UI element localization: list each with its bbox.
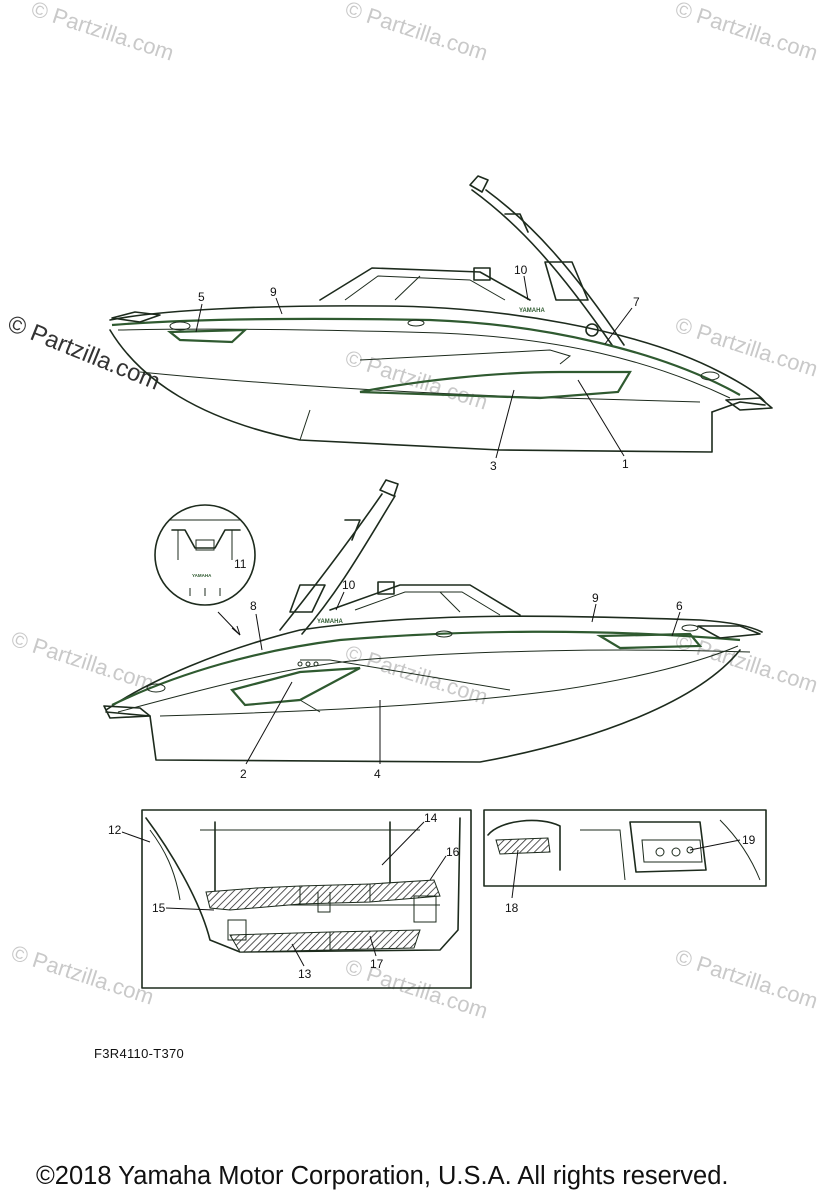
callout-1: 1 <box>622 457 629 471</box>
callout-6: 6 <box>676 599 683 613</box>
callout-16: 16 <box>446 845 460 859</box>
callout-11: 11 <box>234 557 247 571</box>
detail-box-helm <box>483 809 767 887</box>
callout-3: 3 <box>490 459 497 473</box>
boat-starboard-view: YAMAHA <box>109 175 773 453</box>
callout-4: 4 <box>374 767 381 781</box>
callout-10: 10 <box>342 578 356 592</box>
brand-logo: YAMAHA <box>519 308 545 314</box>
callout-19: 19 <box>742 833 756 847</box>
diagram-code: F3R4110-T370 <box>94 1046 185 1061</box>
callout-numbers: 5 9 10 7 3 1 11 8 10 9 6 2 4 12 14 16 15… <box>108 263 756 981</box>
callout-leaders <box>121 275 741 967</box>
brand-logo: YAMAHA <box>317 619 343 625</box>
copyright-notice: ©2018 Yamaha Motor Corporation, U.S.A. A… <box>36 1162 729 1190</box>
callout-7: 7 <box>633 295 640 309</box>
boat-port-view: YAMAHA <box>103 479 763 763</box>
callout-9: 9 <box>270 285 277 299</box>
detail-box-mats <box>141 809 472 989</box>
callout-18: 18 <box>505 901 519 915</box>
callout-8: 8 <box>250 599 257 613</box>
detail-circle: YAMAHA <box>154 504 256 636</box>
callout-9: 9 <box>592 591 599 605</box>
callout-14: 14 <box>424 811 438 825</box>
callout-5: 5 <box>198 290 205 304</box>
callout-12: 12 <box>108 823 122 837</box>
callout-17: 17 <box>370 957 384 971</box>
callout-10: 10 <box>514 263 528 277</box>
callout-15: 15 <box>152 901 166 915</box>
callout-13: 13 <box>298 967 312 981</box>
brand-logo: YAMAHA <box>192 573 212 578</box>
callout-2: 2 <box>240 767 247 781</box>
